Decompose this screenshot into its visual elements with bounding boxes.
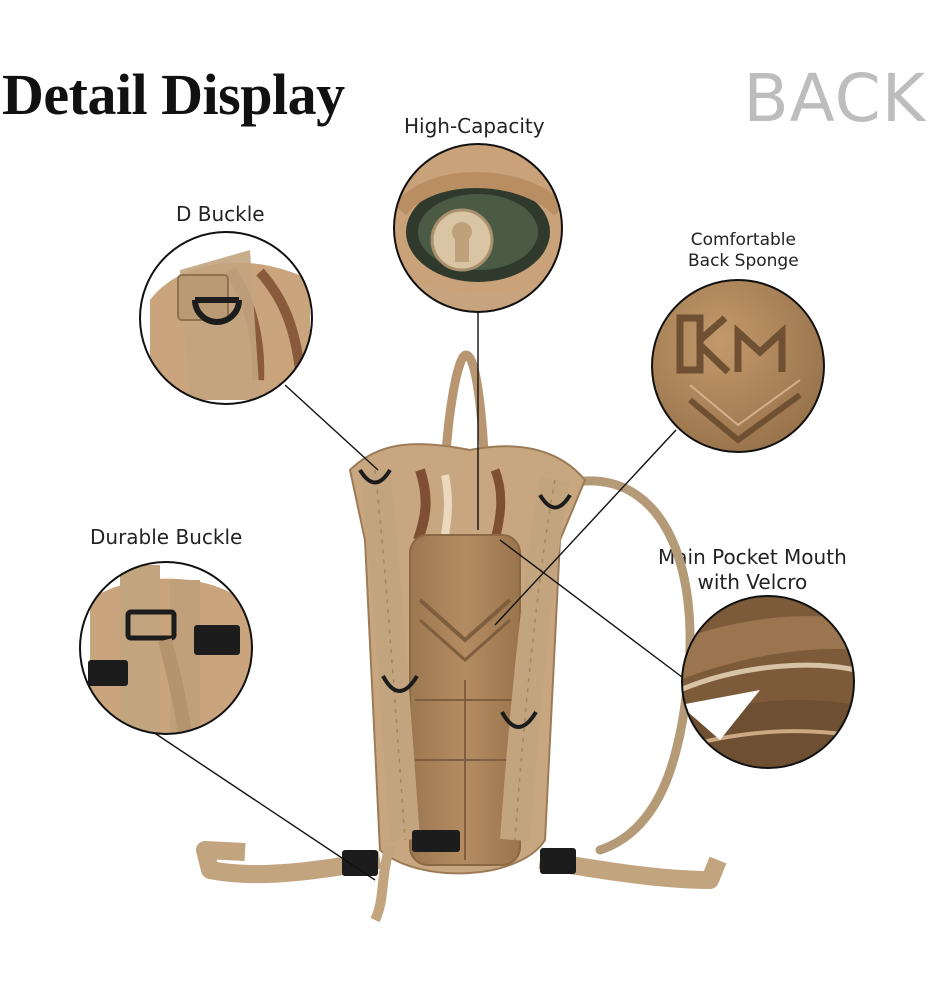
callout-back-sponge-line2: Back Sponge — [688, 251, 799, 272]
d-ring-left-lower — [381, 674, 419, 693]
leader-back-sponge — [494, 429, 677, 626]
callout-durable-buckle-label: Durable Buckle — [90, 525, 243, 549]
page-title: Detail Display — [2, 62, 345, 127]
d-ring-right-lower — [500, 710, 538, 729]
right-shoulder-strap — [500, 477, 570, 842]
callout-pocket-mouth-line2: with Velcro — [697, 570, 808, 594]
d-ring-right-upper — [538, 493, 572, 510]
leader-pocket-mouth — [499, 539, 687, 681]
callout-d-buckle: D Buckle — [176, 202, 265, 227]
callout-durable-buckle: Durable Buckle — [90, 525, 242, 550]
callout-high-capacity-label: High-Capacity — [404, 114, 545, 138]
detail-circle-pocket-mouth — [681, 595, 855, 769]
hydration-tube — [570, 476, 695, 855]
callout-high-capacity: High-Capacity — [404, 114, 545, 139]
detail-circle-high-capacity — [393, 143, 563, 313]
d-ring-left-upper — [358, 468, 392, 485]
leader-durable-buckle — [149, 729, 376, 881]
callout-pocket-mouth: Main Pocket Mouth with Velcro — [658, 545, 847, 595]
left-shoulder-strap — [360, 468, 420, 842]
sternum-buckle — [412, 830, 460, 852]
leader-lines — [149, 312, 687, 881]
waist-buckle-left — [342, 850, 378, 876]
callout-back-sponge-line1: Comfortable — [690, 230, 796, 250]
detail-circle-d-buckle — [139, 231, 313, 405]
backpack — [196, 350, 727, 923]
callout-pocket-mouth-line1: Main Pocket Mouth — [658, 545, 847, 569]
callout-d-buckle-label: D Buckle — [176, 202, 265, 226]
callout-back-sponge: Comfortable Back Sponge — [688, 230, 799, 273]
waist-buckle-right — [540, 848, 576, 874]
leader-d-buckle — [284, 384, 379, 471]
detail-circle-back-sponge — [651, 279, 825, 453]
view-label: BACK — [743, 60, 926, 137]
detail-circle-durable-buckle — [79, 561, 253, 735]
carry-handle — [440, 350, 490, 471]
